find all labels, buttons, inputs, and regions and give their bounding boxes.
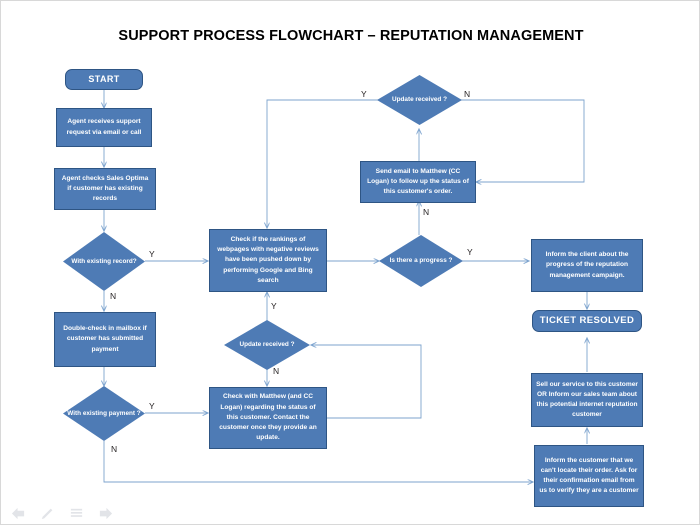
page-title: SUPPORT PROCESS FLOWCHART – REPUTATION M… — [118, 28, 584, 44]
node-send-email-matthew-label: Send email to Matthew (CC Logan) to foll… — [367, 167, 469, 196]
node-with-existing-record-label: With existing record? — [71, 257, 137, 265]
node-check-rankings[interactable]: Check if the rankings of webpages with n… — [209, 229, 327, 292]
edge-label-update-lower-yes: Y — [271, 301, 277, 311]
edge-update-upper-no — [461, 99, 585, 182]
edge-label-record-yes: Y — [149, 249, 155, 259]
node-ticket-resolved-label: TICKET RESOLVED — [539, 314, 635, 326]
node-is-there-progress-label: Is there a progress ? — [389, 257, 453, 265]
node-inform-client-progress-label: Inform the client about the progress of … — [545, 251, 629, 279]
node-sell-our-service[interactable]: Sell our service to this customer OR Inf… — [531, 373, 643, 427]
back-arrow-icon[interactable] — [11, 506, 26, 521]
node-update-received-upper[interactable]: Update received ? — [377, 75, 462, 125]
edge-label-record-no: N — [110, 291, 117, 301]
node-double-check-mailbox-label: Double-check in mailbox if customer has … — [63, 325, 147, 353]
edge-label-update-upper-no: N — [464, 89, 471, 99]
edge-label-update-upper-yes: Y — [361, 89, 367, 99]
edge-label-update-lower-no: N — [273, 366, 280, 376]
node-start-label: START — [88, 73, 120, 84]
node-receive-request-label: Agent receives support request via email… — [66, 118, 142, 136]
bottom-toolbar — [1, 500, 700, 526]
edge-label-progress-no: N — [423, 207, 430, 217]
node-check-with-matthew[interactable]: Check with Matthew (and CC Logan) regard… — [209, 387, 327, 449]
forward-arrow-icon[interactable] — [98, 506, 113, 521]
edge-label-payment-no: N — [111, 444, 118, 454]
edge-label-payment-yes: Y — [149, 401, 155, 411]
node-with-existing-payment-label: With existing payment ? — [67, 409, 141, 417]
node-update-received-lower[interactable]: Update received ? — [224, 320, 310, 370]
edge-label-progress-yes: Y — [467, 247, 473, 257]
node-start[interactable]: START — [65, 69, 143, 90]
node-check-sales-optima[interactable]: Agent checks Sales Optima if customer ha… — [54, 168, 156, 210]
node-check-with-matthew-label: Check with Matthew (and CC Logan) regard… — [219, 393, 317, 442]
pencil-icon[interactable] — [40, 506, 55, 521]
node-with-existing-record[interactable]: With existing record? — [63, 232, 145, 291]
node-receive-request[interactable]: Agent receives support request via email… — [56, 108, 152, 147]
node-sell-our-service-label: Sell our service to this customer OR Inf… — [536, 380, 638, 419]
node-is-there-progress[interactable]: Is there a progress ? — [379, 235, 463, 287]
node-inform-cannot-locate[interactable]: Inform the customer that we can't locate… — [534, 445, 644, 507]
list-icon[interactable] — [69, 506, 84, 521]
node-check-rankings-label: Check if the rankings of webpages with n… — [217, 235, 319, 284]
node-inform-cannot-locate-label: Inform the customer that we can't locate… — [539, 456, 639, 495]
node-inform-client-progress[interactable]: Inform the client about the progress of … — [531, 239, 643, 292]
edge-payment-no — [103, 441, 533, 482]
node-with-existing-payment[interactable]: With existing payment ? — [63, 386, 145, 441]
edge-update-upper-yes — [267, 99, 378, 228]
node-update-received-lower-label: Update received ? — [239, 341, 295, 349]
node-ticket-resolved[interactable]: TICKET RESOLVED — [532, 310, 642, 332]
edge-matthew-to-update-lower — [311, 345, 422, 419]
node-double-check-mailbox[interactable]: Double-check in mailbox if customer has … — [54, 312, 156, 367]
node-check-sales-optima-label: Agent checks Sales Optima if customer ha… — [61, 174, 149, 203]
node-send-email-matthew[interactable]: Send email to Matthew (CC Logan) to foll… — [360, 161, 476, 203]
node-update-received-upper-label: Update received ? — [391, 96, 448, 104]
